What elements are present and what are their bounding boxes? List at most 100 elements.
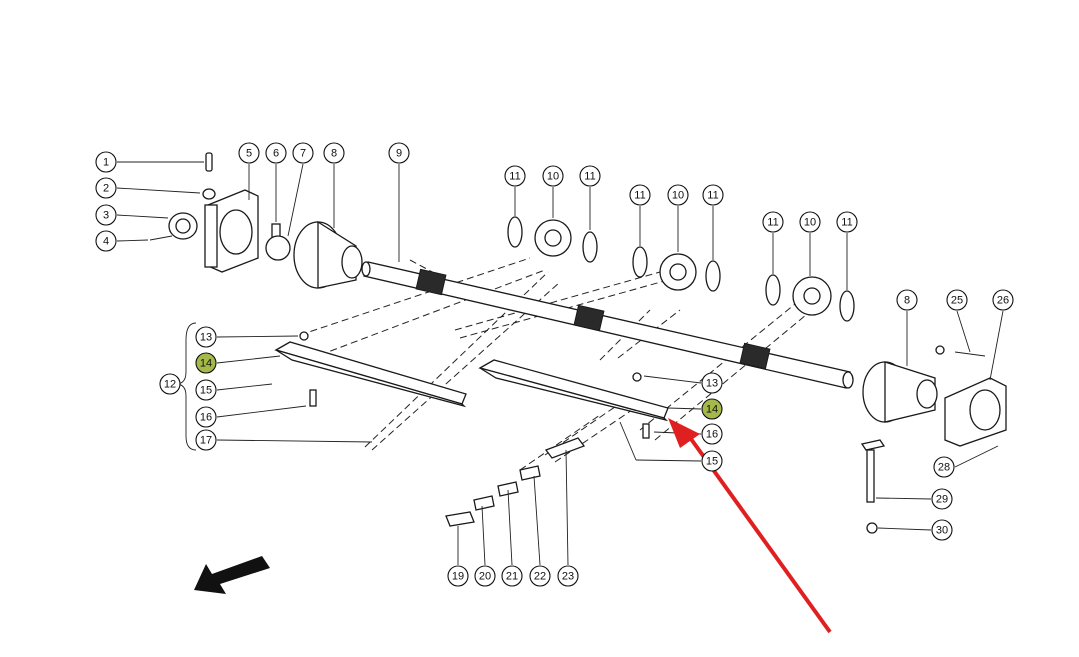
callout-number: 2 [103,183,109,195]
callout-number: 9 [396,148,402,160]
callout-number: 4 [103,236,109,248]
callout-circle [195,326,217,348]
callout-number: 8 [904,295,910,307]
callout-number: 23 [562,571,574,583]
callout-circle [95,177,117,199]
callout-number: 13 [200,332,212,344]
callout-number: 11 [634,190,645,202]
callout-number: 3 [103,210,109,222]
callout-circle [799,211,821,233]
callout-11: 11 [762,211,784,233]
set-screw [149,235,173,241]
callout-circle [95,204,117,226]
callout-16: 16 [195,406,217,428]
callout-20: 20 [474,565,496,587]
callout-circle [159,373,181,395]
callout-circle [701,450,723,472]
callout-circle [931,488,953,510]
callout-circle [542,165,564,187]
callout-number: 11 [509,171,520,183]
callout-circle [931,519,953,541]
callout-circle [529,565,551,587]
callout-4: 4 [95,230,117,252]
callout-13: 13 [195,326,217,348]
callout-number: 11 [584,171,595,183]
callout-14: 14 [701,398,723,420]
callout-number: 19 [452,571,464,583]
callout-circle [195,352,217,374]
pin-with-plate [860,439,886,503]
red-pointer-arrow-icon [668,418,832,634]
callout-number: 16 [706,429,718,441]
left-slat [274,331,467,408]
callout-circle [504,165,526,187]
callout-10: 10 [667,184,689,206]
sprocket-set-2 [632,246,721,292]
callout-1: 1 [95,151,117,173]
callout-circle [579,165,601,187]
callout-5: 5 [238,142,260,164]
callout-29: 29 [931,488,953,510]
right-flange-hub [862,361,938,423]
washer [935,345,945,355]
callout-circle [701,398,723,420]
callout-8: 8 [323,142,345,164]
callout-3: 3 [95,204,117,226]
callout-circle [195,429,217,451]
callout-circle [896,289,918,311]
assembly-dash-lines [299,257,813,471]
callout-number: 15 [706,456,718,468]
callout-circle [933,456,955,478]
callout-11: 11 [504,165,526,187]
right-bearing-housing [944,377,1007,447]
callout-number: 14 [706,404,718,416]
callout-number: 13 [706,378,718,390]
callout-number: 30 [936,525,948,537]
callout-circle [195,406,217,428]
callout-11: 11 [702,184,724,206]
callout-2: 2 [95,177,117,199]
callout-number: 6 [273,148,279,160]
callout-6: 6 [265,142,287,164]
callout-25: 25 [946,289,968,311]
callout-number: 15 [200,385,212,397]
callout-number: 10 [547,171,559,183]
callout-number: 28 [938,462,950,474]
callout-number: 10 [672,190,684,202]
callout-15: 15 [195,379,217,401]
callout-15: 15 [701,450,723,472]
callout-circle [667,184,689,206]
right-slat [478,359,669,439]
callout-circle [992,289,1014,311]
callout-9: 9 [388,142,410,164]
callout-circle [629,184,651,206]
callout-circle [501,565,523,587]
callout-circle [238,142,260,164]
callout-number: 12 [164,379,176,391]
callout-11: 11 [836,211,858,233]
bolt [954,351,986,357]
callout-circle [195,379,217,401]
callout-8: 8 [896,289,918,311]
callout-number: 21 [506,571,518,583]
callout-number: 16 [200,412,212,424]
callout-number: 11 [841,217,852,229]
callout-10: 10 [799,211,821,233]
callout-circle [95,230,117,252]
callout-circle [292,142,314,164]
callout-circle [557,565,579,587]
callout-number: 11 [767,217,778,229]
nut-30 [866,522,878,534]
callout-number: 8 [331,148,337,160]
callout-circle [836,211,858,233]
callout-17: 17 [195,429,217,451]
grease-nipple [205,152,213,172]
callout-circle [701,372,723,394]
sprocket-set-3 [765,274,855,322]
callout-number: 26 [997,295,1009,307]
callout-11: 11 [579,165,601,187]
callout-circle [388,142,410,164]
callout-28: 28 [933,456,955,478]
